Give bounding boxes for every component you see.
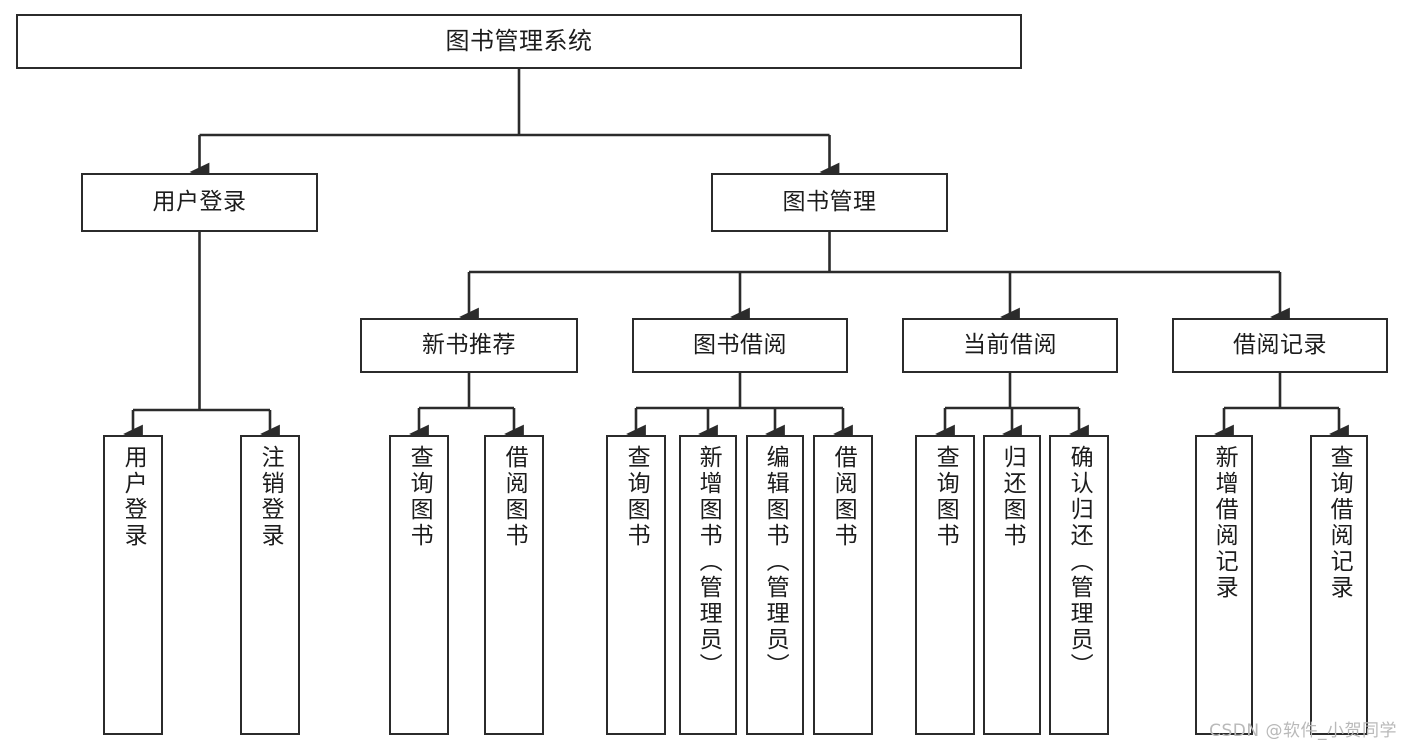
- node-leaf_5[interactable]: 查询图书: [606, 435, 666, 735]
- node-label: 图书管理: [782, 188, 877, 215]
- node-label: 查询图书: [623, 445, 650, 549]
- node-label: 查询借阅记录: [1326, 445, 1353, 601]
- node-leaf_12[interactable]: 新增借阅记录: [1195, 435, 1253, 735]
- node-leaf_6[interactable]: 新增图书（管理员）: [679, 435, 737, 735]
- node-label: 归还图书: [999, 445, 1026, 549]
- node-leaf_3[interactable]: 查询图书: [389, 435, 449, 735]
- node-label: 确认归还（管理员）: [1066, 445, 1093, 679]
- node-leaf_7[interactable]: 编辑图书（管理员）: [746, 435, 804, 735]
- node-label: 查询图书: [406, 445, 433, 549]
- watermark-text: CSDN @软件_小贺同学: [1209, 721, 1397, 741]
- node-label: 用户登录: [120, 445, 147, 549]
- node-label: 查询图书: [932, 445, 959, 549]
- node-l2_b[interactable]: 图书管理: [711, 173, 948, 232]
- node-l3_c[interactable]: 当前借阅: [902, 318, 1118, 373]
- node-l3_b[interactable]: 图书借阅: [632, 318, 848, 373]
- node-label: 当前借阅: [963, 331, 1057, 358]
- node-leaf_9[interactable]: 查询图书: [915, 435, 975, 735]
- node-l2_a[interactable]: 用户登录: [81, 173, 318, 232]
- node-leaf_2[interactable]: 注销登录: [240, 435, 300, 735]
- node-label: 新增图书（管理员）: [695, 445, 722, 679]
- node-label: 新增借阅记录: [1211, 445, 1238, 601]
- node-label: 新书推荐: [422, 331, 516, 358]
- node-leaf_4[interactable]: 借阅图书: [484, 435, 544, 735]
- node-leaf_10[interactable]: 归还图书: [983, 435, 1041, 735]
- edge-group: [123, 69, 1349, 444]
- node-leaf_8[interactable]: 借阅图书: [813, 435, 873, 735]
- node-label: 用户登录: [152, 188, 247, 215]
- node-label: 图书借阅: [693, 331, 787, 358]
- node-leaf_13[interactable]: 查询借阅记录: [1310, 435, 1368, 735]
- node-label: 注销登录: [257, 445, 284, 549]
- node-label: 借阅图书: [501, 445, 528, 549]
- node-leaf_1[interactable]: 用户登录: [103, 435, 163, 735]
- node-leaf_11[interactable]: 确认归还（管理员）: [1049, 435, 1109, 735]
- node-label: 借阅图书: [830, 445, 857, 549]
- node-label: 编辑图书（管理员）: [762, 445, 789, 679]
- node-root[interactable]: 图书管理系统: [16, 14, 1022, 69]
- node-label: 图书管理系统: [445, 27, 593, 56]
- node-label: 借阅记录: [1233, 331, 1327, 358]
- node-l3_a[interactable]: 新书推荐: [360, 318, 578, 373]
- node-l3_d[interactable]: 借阅记录: [1172, 318, 1388, 373]
